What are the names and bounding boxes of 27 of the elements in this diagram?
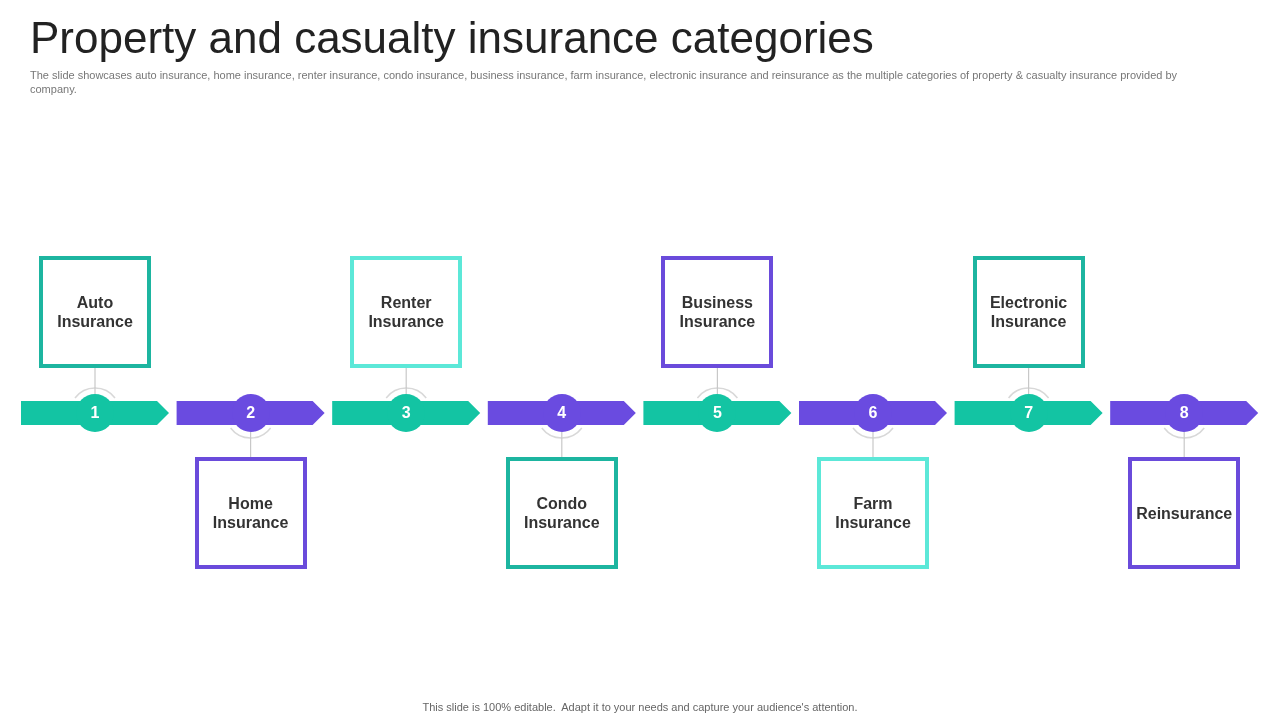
- category-box: [1128, 457, 1241, 569]
- connector-line: [405, 367, 407, 395]
- category-box: [817, 457, 929, 569]
- connector-line: [716, 367, 718, 395]
- connector-line: [250, 431, 252, 458]
- category-label: Home Insurance: [211, 494, 290, 532]
- category-label: Renter Insurance: [367, 293, 445, 331]
- category-box: [39, 256, 151, 368]
- connector-line: [94, 367, 96, 395]
- footer-note: This slide is 100% editable. Adapt it to your needs and capture your audience's attention.: [421, 700, 859, 715]
- category-box: [350, 256, 463, 368]
- category-label: Business Insurance: [678, 293, 757, 331]
- category-box: [972, 256, 1085, 368]
- category-box: [661, 256, 774, 368]
- slide-title: Property and casualty insurance categories: [30, 12, 874, 64]
- category-label: Condo Insurance: [523, 494, 601, 532]
- connector-line: [872, 431, 874, 458]
- category-label: Electronic Insurance: [988, 293, 1069, 331]
- connector-line: [561, 431, 563, 458]
- category-label: Reinsurance: [1136, 503, 1233, 523]
- category-box: [505, 457, 618, 569]
- category-box: [194, 457, 307, 569]
- connector-line: [1183, 431, 1185, 458]
- category-label: Auto Insurance: [56, 293, 134, 331]
- connector-line: [1028, 367, 1030, 395]
- category-label: Farm Insurance: [834, 494, 912, 532]
- slide-description: The slide showcases auto insurance, home insurance, renter insurance, condo insurance, business insurance, farm insurance, electronic insurance and reinsurance as the multiple categories of property & casualty insurance provided by company.: [30, 68, 1179, 96]
